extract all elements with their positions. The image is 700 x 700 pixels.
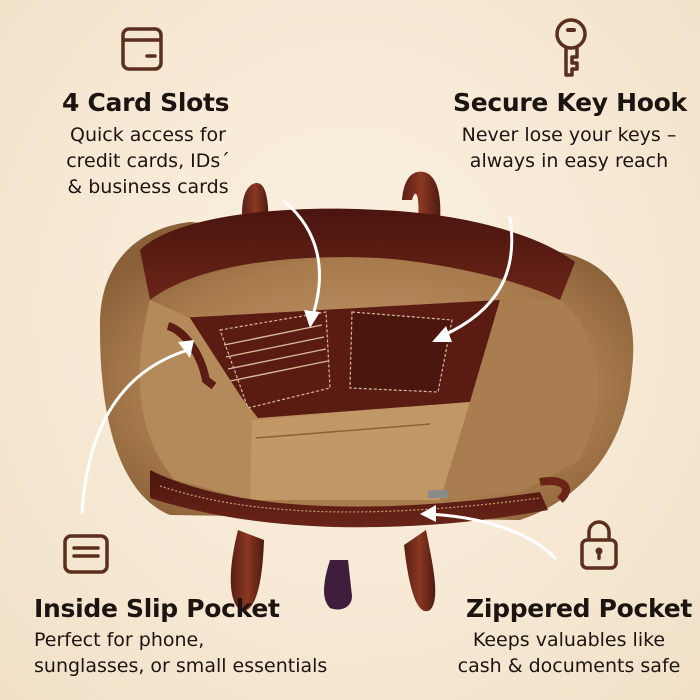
zippered-pocket-line-2: cash & documents safe [457,655,681,677]
key-hook-pocket [349,311,453,393]
left-side-wall [139,300,256,500]
card-slots-title: 4 Card Slots [62,88,230,117]
right-side-wall [430,300,598,500]
card-slot-pocket [219,311,331,409]
key-icon [554,17,588,83]
bottom-right-strap [404,530,436,612]
zippered-pocket-feature: Zippered Pocket [466,594,692,623]
card-slots-feature: 4 Card Slots [62,88,230,117]
card-slots-line-3: & business cards [67,176,229,198]
key-hook-line-2: always in easy reach [469,150,669,172]
credit-card-icon [120,26,164,76]
leather-rim [140,208,575,300]
card-slot-stack [223,324,329,382]
slip-pocket-line-1: Perfect for phone, [34,629,205,651]
arrow-slip-pocket [80,348,190,514]
zippered-pocket-description: Keeps valuables like cash & documents sa… [440,627,698,679]
slip-pocket-icon [62,533,110,579]
zipper-pull [428,490,448,498]
callout-arrows [80,200,557,560]
card-slots-line-2: credit cards, IDs´ [66,150,230,172]
bag-floor [250,402,470,500]
arrow-heads [178,310,452,522]
slip-pocket-description: Perfect for phone, sunglasses, or small … [34,627,327,679]
bottom-strap-loop [324,560,352,610]
key-hook-title: Secure Key Hook [453,88,687,117]
slip-pocket-title: Inside Slip Pocket [34,594,280,623]
arrow-zippered-pocket [424,512,557,560]
card-slots-description: Quick access for credit cards, IDs´ & bu… [48,122,248,200]
slip-pocket-feature: Inside Slip Pocket [34,594,280,623]
arrow-key-hook [440,216,514,338]
bottom-left-strap [230,530,264,611]
arrow-card-slots [283,200,321,320]
zipper-rim [150,470,548,528]
key-hook-feature: Secure Key Hook [453,88,687,117]
key-hook-description: Never lose your keys – always in easy re… [438,122,700,174]
slip-pocket-line-2: sunglasses, or small essentials [34,655,328,677]
key-hook-line-1: Never lose your keys – [461,124,677,146]
zippered-pocket-title: Zippered Pocket [466,594,693,623]
padlock-icon [579,518,619,576]
zippered-pocket-line-1: Keeps valuables like [472,629,666,651]
card-slots-line-1: Quick access for [70,124,226,146]
top-right-strap [402,171,441,222]
